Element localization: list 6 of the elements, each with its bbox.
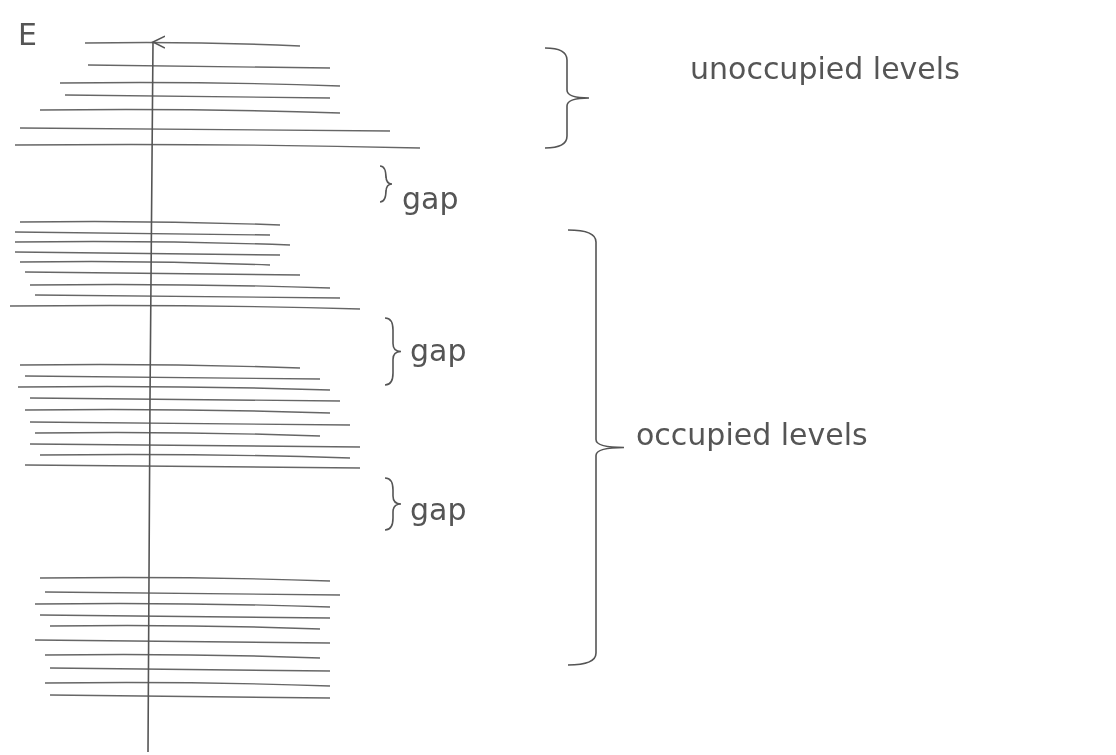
bracket-label: gap [410,495,467,525]
axis-label: E [18,20,37,50]
bracket-label: gap [410,336,467,366]
bracket-label: occupied levels [636,420,868,450]
bracket-label: unoccupied levels [690,54,960,84]
bracket-label: gap [402,184,459,214]
